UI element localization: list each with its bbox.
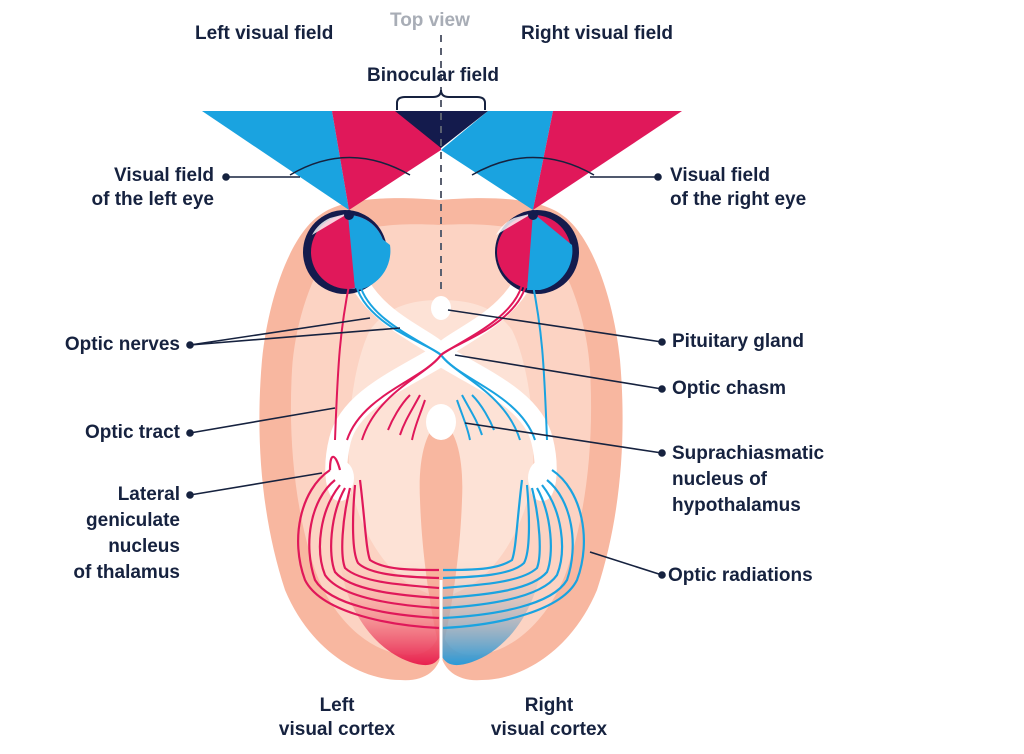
right-eye xyxy=(495,210,579,294)
binocular-brace xyxy=(396,89,486,110)
optic-tract-label: Optic tract xyxy=(84,422,180,443)
suprachiasmatic-label: Suprachiasmatic nucleus of hypothalamus xyxy=(672,443,825,516)
suprachiasmatic-nucleus xyxy=(426,404,456,440)
visual-field-left-eye-label: Visual field of the left eye xyxy=(91,165,214,210)
visual-field-triangles xyxy=(202,111,682,210)
left-visual-field-label: Left visual field xyxy=(195,23,334,44)
right-visual-cortex-label: Right visual cortex xyxy=(490,695,608,740)
top-view-label: Top view xyxy=(390,10,470,31)
binocular-field-label: Binocular field xyxy=(367,65,499,86)
visual-field-right-eye-label: Visual field of the right eye xyxy=(670,165,807,210)
pituitary-gland xyxy=(431,296,451,320)
optic-chasm-label: Optic chasm xyxy=(672,378,787,399)
lgn-left xyxy=(326,460,354,496)
left-visual-cortex-label: Left visual cortex xyxy=(278,695,396,740)
right-visual-field-label: Right visual field xyxy=(521,23,674,44)
lateral-geniculate-label: Lateral geniculate nucleus of thalamus xyxy=(73,484,180,583)
pituitary-gland-label: Pituitary gland xyxy=(672,331,804,352)
lgn-right xyxy=(528,460,556,496)
optic-nerves-label: Optic nerves xyxy=(64,334,180,355)
optic-radiations-label: Optic radiations xyxy=(668,565,813,586)
leader-lines xyxy=(186,173,666,579)
optic-radiations xyxy=(297,455,585,630)
optic-fibers xyxy=(334,279,548,441)
left-eye xyxy=(303,210,391,294)
